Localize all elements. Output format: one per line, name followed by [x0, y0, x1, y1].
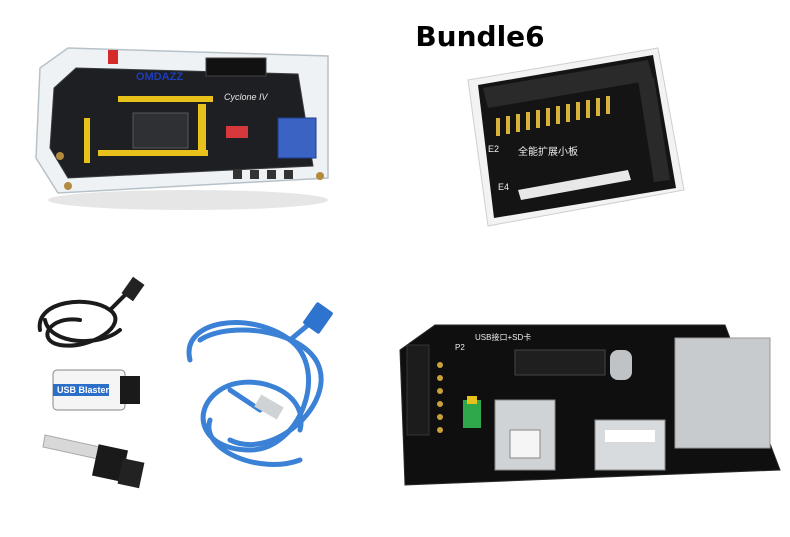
- blue-usb-cable-image: [186, 302, 333, 467]
- expansion-board-label: 全能扩展小板: [518, 145, 578, 158]
- usb-sd-board-image: USB接口+SD卡 P2: [399, 324, 781, 486]
- expansion-board-image: 全能扩展小板 E2 E4: [467, 47, 685, 227]
- bundle-title: Bundle6: [415, 20, 545, 53]
- sd-board-header-label: USB接口+SD卡: [475, 332, 531, 342]
- sd-board-p2-label: P2: [455, 343, 465, 352]
- black-usb-cable-image: [37, 276, 145, 348]
- fpga-board-image: OMDAZZ Cyclone IV: [35, 47, 329, 210]
- usb-blaster-label: USB Blaster: [57, 385, 110, 395]
- fpga-brand-label: OMDAZZ: [136, 71, 183, 83]
- ribbon-cable-image: [42, 434, 145, 489]
- fpga-chip-label: Cyclone IV: [224, 92, 269, 102]
- expansion-e2-label: E2: [488, 144, 499, 154]
- expansion-e4-label: E4: [498, 182, 509, 192]
- usb-blaster-image: USB Blaster: [52, 369, 140, 411]
